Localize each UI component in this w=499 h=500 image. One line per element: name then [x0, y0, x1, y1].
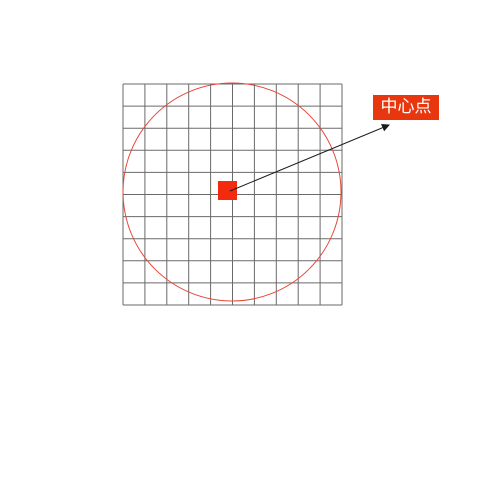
callout-label: 中心点: [380, 97, 432, 117]
grid: [122, 83, 343, 306]
circle-outline: [122, 82, 342, 302]
callout-box: [373, 95, 439, 120]
center-point-marker: [218, 181, 237, 200]
pointer-arrow: [229, 123, 390, 192]
